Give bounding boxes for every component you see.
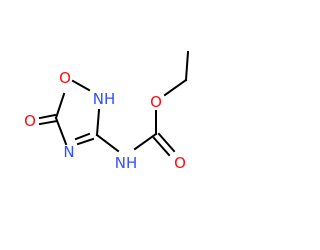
bond-c-o-double-b <box>152 136 171 157</box>
atom-ester-o: O <box>150 93 162 111</box>
bond-o1-n2 <box>71 79 91 92</box>
bond-c3-nh <box>95 133 120 153</box>
bond-c3-n4-double-a <box>76 137 95 146</box>
bond-group <box>38 50 190 157</box>
bond-c5-o1 <box>54 92 66 120</box>
bond-c5-o-double-a <box>38 113 57 120</box>
bond-nh-c-carbamate <box>133 132 158 151</box>
bond-ch2-ch3 <box>184 50 190 82</box>
bond-n4-c5 <box>54 116 68 146</box>
atom-ring-o: O <box>59 69 71 87</box>
atom-ring-n: N <box>63 143 74 161</box>
atom-carbonyl-o-left: O <box>24 112 36 130</box>
atom-carbonyl-o-right: O <box>174 154 186 172</box>
bond-c5-o-double-b <box>38 119 59 126</box>
bond-ester-o-ch2 <box>163 78 188 97</box>
atom-label-group: O O NH N NH O O <box>24 69 186 172</box>
bond-c-o-double-a <box>157 132 176 153</box>
molecule-structure: O O NH N NH O O <box>24 50 190 172</box>
bond-n2-c3 <box>95 108 101 137</box>
atom-amide-nh: NH <box>115 154 138 172</box>
bond-c3-n4-double-b <box>74 132 91 141</box>
atom-ring-nh: NH <box>93 90 116 108</box>
